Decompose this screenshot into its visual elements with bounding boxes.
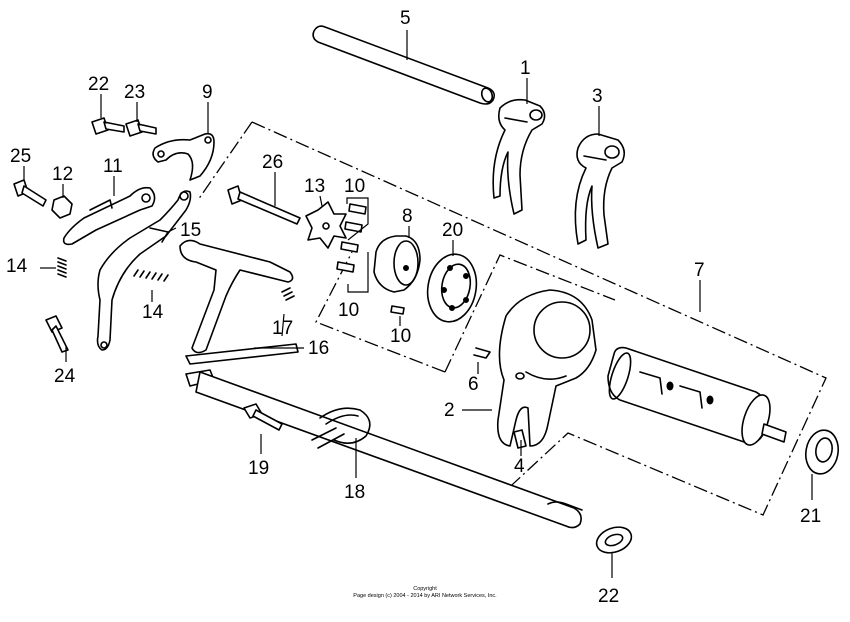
cam-plate-8 <box>373 235 421 293</box>
label-24: 24 <box>54 366 76 387</box>
gearshift-spindle-16 <box>179 239 583 529</box>
shift-fork-shaft <box>312 25 495 105</box>
label-10-bottom: 10 <box>390 326 411 347</box>
label-14-mid: 14 <box>142 302 164 323</box>
label-17: 17 <box>272 318 293 339</box>
label-5: 5 <box>400 8 411 29</box>
pins-10 <box>336 203 405 315</box>
label-13: 13 <box>304 176 325 197</box>
label-21: 21 <box>800 506 821 527</box>
bolt-22-top <box>91 117 125 135</box>
nut-12 <box>51 195 73 219</box>
bolt-24 <box>45 315 69 353</box>
label-10-mid: 10 <box>338 300 359 321</box>
shift-arm-11 <box>62 186 156 246</box>
copyright-title: Copyright <box>413 586 437 592</box>
stopper-bracket <box>152 132 215 181</box>
oil-seal-22-bottom <box>595 526 633 554</box>
pin-4 <box>513 429 527 449</box>
label-1: 1 <box>520 58 531 79</box>
label-12: 12 <box>52 164 73 185</box>
label-22-top: 22 <box>88 74 109 95</box>
bolt-26 <box>227 185 301 225</box>
label-23: 23 <box>124 82 145 103</box>
return-spring-18 <box>311 407 371 449</box>
bolt-19 <box>243 403 283 431</box>
label-11: 11 <box>103 156 123 177</box>
label-19: 19 <box>248 458 269 479</box>
label-10-top: 10 <box>344 176 365 197</box>
shift-drum-7 <box>607 346 787 446</box>
shift-fork-2 <box>496 289 597 447</box>
spring-17 <box>281 287 295 301</box>
label-7: 7 <box>694 260 705 281</box>
label-26: 26 <box>262 152 283 173</box>
label-14-left: 14 <box>6 256 28 277</box>
label-9: 9 <box>202 82 213 103</box>
label-3: 3 <box>592 86 603 107</box>
star-cam-13 <box>305 201 347 249</box>
bolt-23 <box>125 119 157 137</box>
shift-fork-1 <box>492 98 546 215</box>
assembly-boundary <box>197 121 827 516</box>
spring-14-left <box>57 257 67 278</box>
label-15: 15 <box>180 220 201 241</box>
leader-lines <box>23 30 813 578</box>
label-20: 20 <box>442 220 463 241</box>
label-8: 8 <box>402 206 413 227</box>
label-18: 18 <box>344 482 365 503</box>
copyright-text: Page design (c) 2004 - 2014 by ARI Netwo… <box>353 593 497 599</box>
bearing-20 <box>426 253 478 323</box>
spring-14-mid <box>133 269 169 282</box>
label-4: 4 <box>514 456 525 477</box>
part-labels: 5 1 3 22 23 9 25 12 11 26 13 10 8 20 15 … <box>6 8 821 607</box>
label-2: 2 <box>444 400 455 421</box>
label-16: 16 <box>308 338 329 359</box>
label-6: 6 <box>468 374 479 395</box>
copyright-notice: Copyright Page design (c) 2004 - 2014 by… <box>353 586 497 599</box>
label-25: 25 <box>10 146 31 167</box>
clip-6 <box>473 347 491 359</box>
label-22-bottom: 22 <box>598 586 619 607</box>
oil-seal-21 <box>804 429 840 475</box>
bolt-25 <box>13 179 47 207</box>
shift-fork-3 <box>574 133 626 249</box>
